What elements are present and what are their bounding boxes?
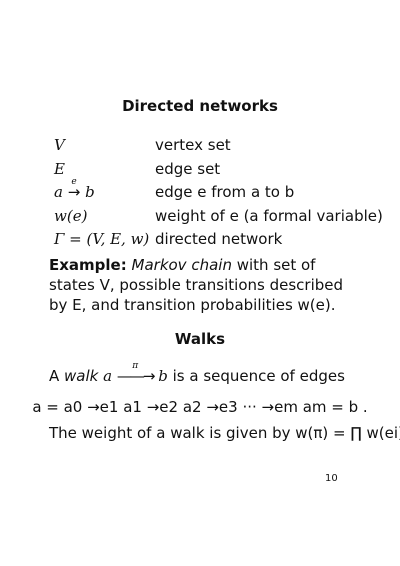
definition-row: Γ = (V, E, w) directed network: [54, 228, 374, 252]
edge-arrow: e→: [67, 178, 81, 201]
edge-source: a: [54, 183, 63, 201]
walk-target: b: [158, 367, 168, 385]
definition-description: vertex set: [155, 136, 231, 154]
definition-description: edge e from a to b: [155, 183, 295, 201]
page-number: 10: [325, 473, 338, 484]
example-text: with set of states V, possible transitio…: [49, 256, 344, 314]
example-label: Example:: [49, 256, 127, 274]
definition-row: V vertex set: [54, 134, 374, 158]
definition-symbol: w(e): [54, 206, 88, 225]
definitions-list: V vertex set E edge set a e→ b edge e fr…: [54, 134, 383, 252]
walk-intro-suffix: is a sequence of edges: [167, 367, 345, 385]
definition-symbol: Γ = (V, E, w): [54, 230, 150, 248]
definition-description: directed network: [155, 230, 283, 248]
definition-description: edge set: [155, 159, 221, 178]
definition-row: a e→ b edge e from a to b: [54, 178, 374, 205]
walk-edge-sequence: a = a0 →e1 a1 →e2 a2 →e3 ··· →em am = b …: [32, 398, 368, 416]
definition-symbol-edge: a e→ b: [54, 178, 95, 205]
definition-description: weight of e (a formal variable): [155, 206, 383, 225]
example-term: Markov chain: [131, 256, 232, 274]
walk-weight-formula: The weight of a walk is given by w(π) = …: [49, 424, 400, 442]
walk-arrow-label: π: [132, 361, 139, 371]
definition-symbol: E: [54, 159, 65, 178]
long-right-arrow-icon: ——→: [116, 367, 156, 385]
definition-row: E edge set: [54, 158, 374, 182]
walk-intro-prefix: A: [49, 367, 65, 385]
edge-label: e: [71, 177, 77, 187]
edge-target: b: [85, 183, 95, 201]
walk-definition: A walk a π——→ b is a sequence of edges: [49, 362, 345, 386]
section-heading-directed-networks: Directed networks: [122, 97, 278, 115]
right-arrow-icon: →: [67, 183, 81, 201]
definition-symbol: V: [54, 136, 65, 154]
walk-arrow: π——→: [116, 362, 156, 385]
section-heading-walks: Walks: [174, 330, 226, 348]
example-paragraph: Example: Markov chain with set of states…: [49, 255, 364, 315]
walk-source: a: [103, 367, 113, 385]
walk-term: walk: [64, 367, 99, 385]
definition-row: w(e) weight of e (a formal variable): [54, 205, 383, 229]
